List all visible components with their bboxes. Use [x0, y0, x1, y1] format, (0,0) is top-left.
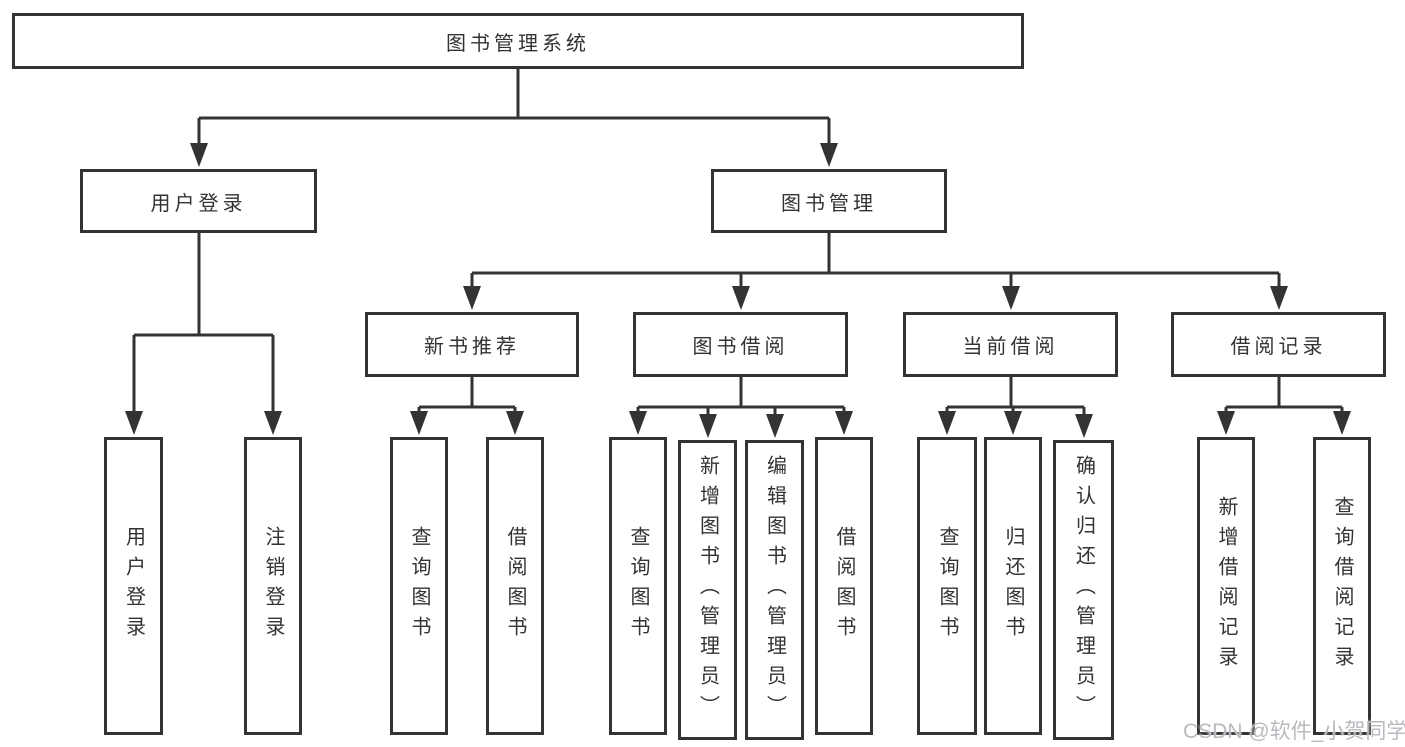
node-label: 借阅图书 [833, 526, 855, 646]
connector-group-book-management [470, 233, 1281, 286]
node-label: 用户登录 [122, 526, 145, 646]
connector-group-borrow-records [1224, 377, 1344, 411]
node-book-borrowing: 图书借阅 [633, 312, 848, 377]
leaf-br-query-record: 查询借阅记录 [1313, 437, 1371, 735]
node-book-management: 图书管理 [711, 169, 947, 233]
node-new-book-recommend: 新书推荐 [365, 312, 579, 377]
connector-path [132, 233, 275, 411]
node-label: 借阅图书 [504, 526, 526, 646]
node-label: 新增图书（管理员） [696, 455, 719, 725]
node-label: 用户登录 [150, 192, 247, 215]
arrowhead-icon [766, 414, 784, 438]
node-label: 查询图书 [408, 526, 430, 646]
connector-path [945, 377, 1086, 414]
arrowhead-icon [463, 286, 481, 310]
arrowhead-icon [835, 411, 853, 435]
node-label: 新增借阅记录 [1215, 496, 1237, 676]
leaf-bb-borrow-books: 借阅图书 [815, 437, 873, 735]
arrowhead-icon [1333, 411, 1351, 435]
leaf-nbr-borrow-books: 借阅图书 [486, 437, 544, 735]
node-label: 图书管理 [781, 192, 877, 215]
node-label: 编辑图书（管理员） [763, 455, 786, 725]
arrowhead-icon [190, 143, 208, 167]
node-label: 当前借阅 [962, 336, 1059, 358]
arrowhead-icon [506, 411, 524, 435]
csdn-watermark: CSDN @软件_小贺同学 [1183, 720, 1405, 743]
connector-path [197, 69, 831, 143]
node-label: 图书借阅 [692, 336, 789, 358]
node-user-login-branch: 用户登录 [80, 169, 317, 233]
arrowhead-icon [732, 286, 750, 310]
connector-group-book-borrow [636, 377, 846, 414]
arrowhead-icon [1004, 411, 1022, 435]
arrowhead-icon [820, 143, 838, 167]
connector-group-new-book [417, 377, 517, 411]
node-borrowing-records: 借阅记录 [1171, 312, 1386, 377]
arrowhead-icon [410, 411, 428, 435]
arrowhead-icon [264, 411, 282, 435]
node-root: 图书管理系统 [12, 13, 1024, 69]
leaf-cb-confirm-return-admin: 确认归还（管理员） [1053, 440, 1114, 740]
connector-path [636, 377, 846, 414]
arrowhead-icon [1270, 286, 1288, 310]
arrowhead-icon [1075, 414, 1093, 438]
node-label: 注销登录 [262, 526, 284, 646]
leaf-cb-return-books: 归还图书 [984, 437, 1042, 735]
connector-path [417, 377, 517, 411]
arrowhead-icon [125, 411, 143, 435]
arrowhead-icon [629, 411, 647, 435]
connector-group-user-login [132, 233, 275, 411]
leaf-user-login: 用户登录 [104, 437, 163, 735]
node-label: 查询借阅记录 [1331, 496, 1353, 676]
node-label: 确认归还（管理员） [1072, 455, 1095, 725]
node-label: 查询图书 [627, 526, 649, 646]
leaf-br-add-record: 新增借阅记录 [1197, 437, 1255, 735]
connector-group-root [197, 69, 831, 143]
arrowhead-icon [1002, 286, 1020, 310]
leaf-logout: 注销登录 [244, 437, 302, 735]
node-current-borrowing: 当前借阅 [903, 312, 1118, 377]
leaf-bb-add-books-admin: 新增图书（管理员） [678, 440, 737, 740]
connector-group-current-borrow [945, 377, 1086, 414]
connector-path [470, 233, 1281, 286]
leaf-bb-edit-books-admin: 编辑图书（管理员） [745, 440, 804, 740]
node-label: 图书管理系统 [446, 32, 590, 55]
node-label: 新书推荐 [424, 336, 520, 358]
node-label: 查询图书 [936, 526, 958, 646]
leaf-nbr-query-books: 查询图书 [390, 437, 448, 735]
arrowhead-icon [699, 414, 717, 438]
node-label: 归还图书 [1002, 526, 1024, 646]
arrowhead-icon [1217, 411, 1235, 435]
leaf-bb-query-books: 查询图书 [609, 437, 667, 735]
leaf-cb-query-books: 查询图书 [917, 437, 977, 735]
node-label: 借阅记录 [1230, 336, 1327, 358]
connector-path [1224, 377, 1344, 411]
arrowhead-icon [938, 411, 956, 435]
